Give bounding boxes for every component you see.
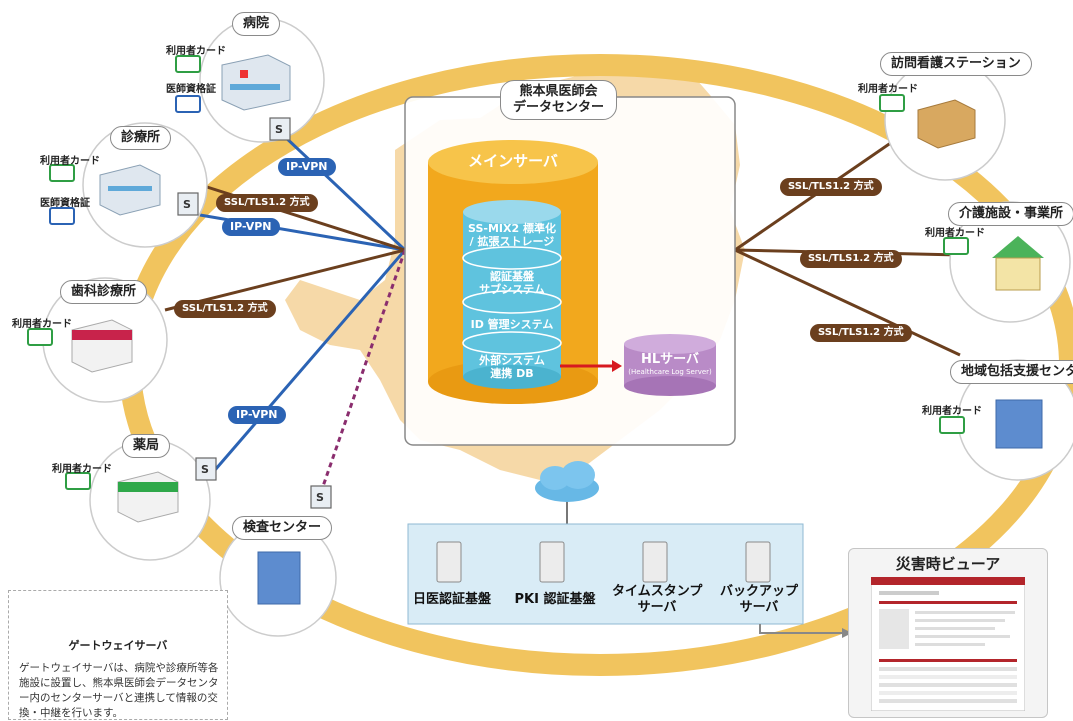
viewer-screenshot [871, 577, 1025, 711]
server-label-timestamp: タイムスタンプ サーバ [612, 584, 702, 616]
label-dental: 歯科診療所 [60, 280, 148, 304]
layer-ssmix2: SS-MIX2 標準化 / 拡張ストレージ [463, 222, 561, 248]
user-card-caption: 利用者カード [166, 46, 226, 57]
cloud-icon [535, 461, 599, 502]
hospital-building-icon [221, 54, 291, 111]
main-server-label: メインサーバ [468, 152, 558, 170]
layer-auth-line2: サブシステム [479, 283, 545, 296]
gateway-server-icon [269, 117, 291, 141]
user-card-icon [943, 237, 969, 255]
doctor-card-caption: 医師資格証 [166, 84, 216, 95]
user-card-icon [49, 164, 75, 182]
user-card-icon [939, 416, 965, 434]
server-label-backup-2: サーバ [739, 600, 779, 615]
svg-text:S: S [183, 198, 191, 211]
label-hospital: 病院 [232, 12, 281, 36]
server-label-nichii: 日医認証基盤 [412, 592, 491, 607]
data-center-title-1: 熊本県医師会 [519, 84, 598, 99]
user-card-icon [65, 472, 91, 490]
layer-external-line2: 連携 DB [490, 367, 534, 380]
clinic-building-icon [99, 164, 161, 216]
ipvpn-badge: IP-VPN [278, 158, 336, 176]
ssl-badge: SSL/TLS1.2 方式 [216, 194, 318, 212]
cloud-services-box [407, 523, 804, 625]
gateway-server-icon [177, 192, 199, 216]
nursing-building-icon [917, 99, 976, 149]
hl-server-sub: (Healthcare Log Server) [628, 368, 712, 376]
server-tower-icon [745, 541, 771, 583]
hl-server-label: HLサーバ (Healthcare Log Server) [624, 352, 716, 377]
server-label-timestamp-2: サーバ [637, 600, 677, 615]
server-label-pki: PKI 認証基盤 [514, 592, 596, 607]
data-center-label: 熊本県医師会 データセンター [500, 80, 618, 120]
server-tower-icon [436, 541, 462, 583]
care-house-icon [992, 236, 1044, 291]
user-card-caption: 利用者カード [922, 406, 982, 417]
ssl-badge: SSL/TLS1.2 方式 [780, 178, 882, 196]
legend-box: ゲートウェイサーバ ゲートウェイサーバは、病院や診療所等各施設に設置し、熊本県医… [8, 590, 228, 720]
ssl-badge: SSL/TLS1.2 方式 [174, 300, 276, 318]
svg-text:S: S [201, 463, 209, 476]
svg-text:S: S [316, 491, 324, 504]
doctor-card-icon [49, 207, 75, 225]
svg-text:S: S [275, 123, 283, 136]
user-card-caption: 利用者カード [858, 84, 918, 95]
data-center-title-2: データセンター [513, 100, 605, 115]
label-nursing-station: 訪問看護ステーション [880, 52, 1032, 76]
inner-storage-stack [462, 200, 562, 389]
user-card-icon [879, 94, 905, 112]
layer-id: ID 管理システム [470, 318, 554, 331]
gateway-server-icon [195, 457, 217, 481]
label-lab: 検査センター [232, 516, 333, 540]
hl-server-cylinder [624, 334, 716, 396]
ipvpn-badge: IP-VPN [228, 406, 286, 424]
layer-external: 外部システム 連携 DB [463, 354, 561, 380]
user-card-caption: 利用者カード [925, 228, 985, 239]
layer-ssmix2-line1: SS-MIX2 標準化 [468, 222, 556, 235]
legend-title: ゲートウェイサーバ [68, 639, 168, 652]
hl-server-name: HLサーバ [640, 352, 700, 367]
server-tower-icon [539, 541, 565, 583]
ssl-badge: SSL/TLS1.2 方式 [800, 250, 902, 268]
doctor-card-caption: 医師資格証 [40, 198, 90, 209]
user-card-caption: 利用者カード [52, 464, 112, 475]
user-card-icon [175, 55, 201, 73]
label-clinic: 診療所 [110, 126, 172, 150]
pharmacy-building-icon [117, 471, 179, 523]
server-label-backup-1: バックアップ [719, 584, 798, 599]
disaster-viewer-panel: 災害時ビューア [848, 548, 1048, 718]
lab-building-icon [257, 551, 301, 605]
legend-text: ゲートウェイサーバは、病院や診療所等各施設に設置し、熊本県医師会データセンター内… [19, 662, 219, 719]
dental-building-icon [71, 319, 133, 373]
server-label-backup: バックアップ サーバ [714, 584, 804, 616]
label-community-center: 地域包括支援センター [950, 360, 1073, 384]
label-care-facility: 介護施設・事業所 [948, 202, 1073, 226]
label-pharmacy: 薬局 [122, 434, 171, 458]
server-tower-icon [642, 541, 668, 583]
server-label-timestamp-1: タイムスタンプ [612, 584, 703, 599]
ssl-badge: SSL/TLS1.2 方式 [810, 324, 912, 342]
layer-auth-line1: 認証基盤 [490, 270, 534, 283]
user-card-caption: 利用者カード [12, 319, 72, 330]
user-card-caption: 利用者カード [40, 156, 100, 167]
layer-external-line1: 外部システム [479, 354, 545, 367]
layer-auth: 認証基盤 サブシステム [463, 270, 561, 296]
disaster-viewer-title: 災害時ビューア [895, 555, 1001, 573]
doctor-card-icon [175, 95, 201, 113]
ipvpn-badge: IP-VPN [222, 218, 280, 236]
layer-ssmix2-line2: / 拡張ストレージ [469, 235, 555, 248]
user-card-icon [27, 328, 53, 346]
community-building-icon [995, 399, 1043, 449]
gateway-server-icon [310, 485, 332, 509]
